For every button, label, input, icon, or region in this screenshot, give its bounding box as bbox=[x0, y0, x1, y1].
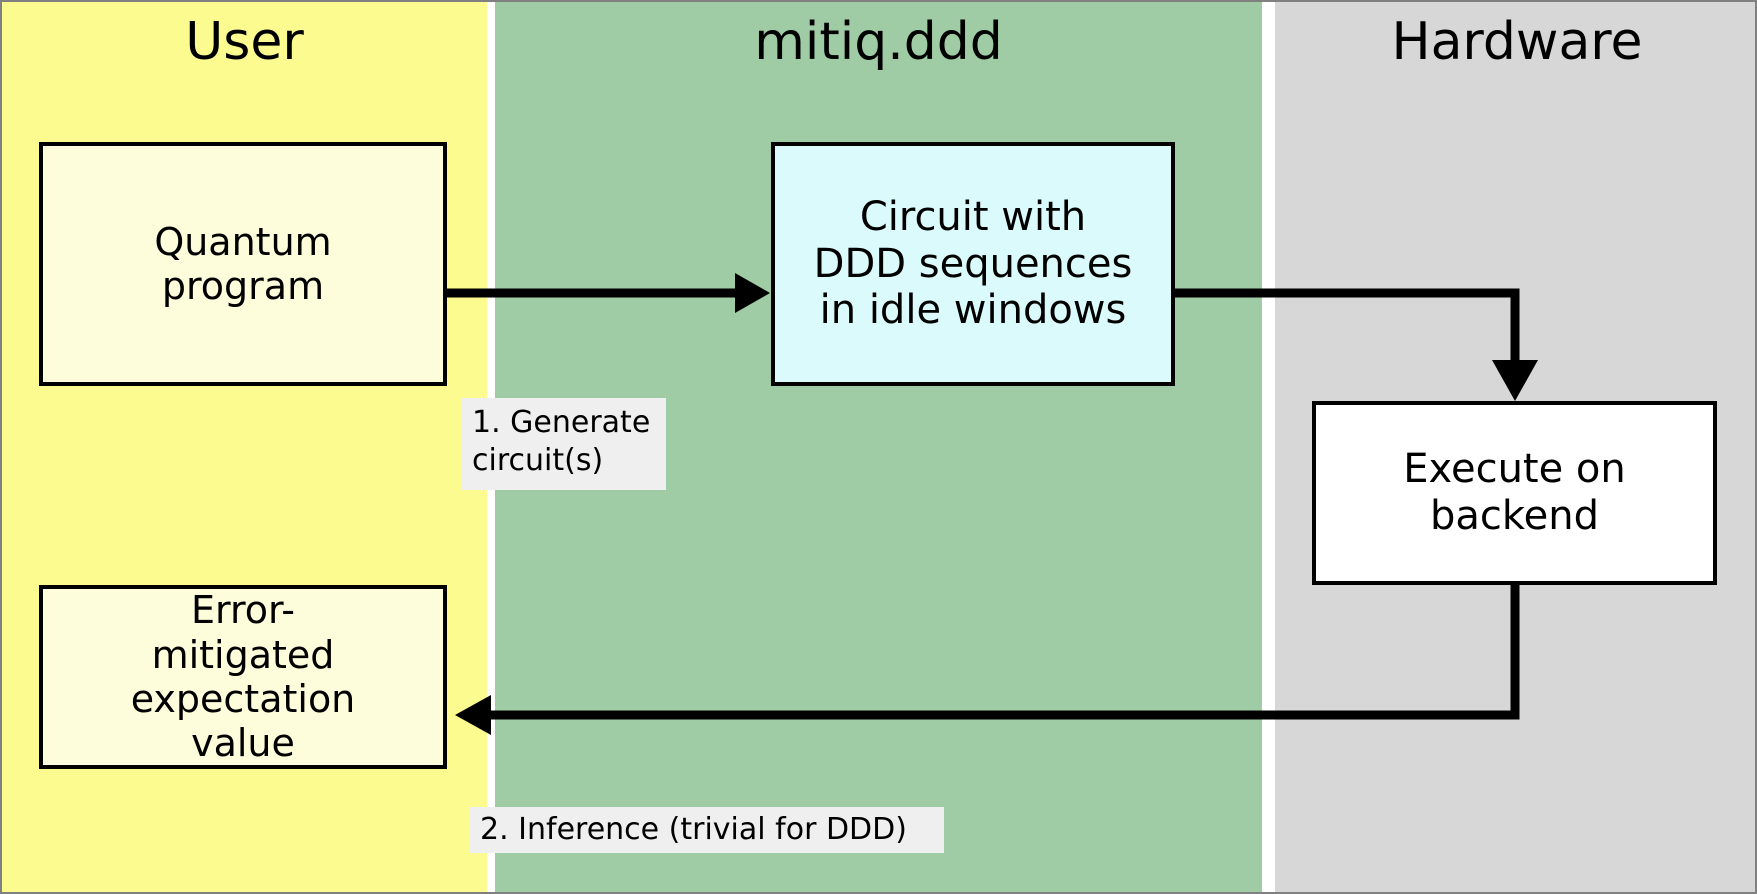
node-quantum-program[interactable]: Quantum program bbox=[39, 142, 447, 386]
node-ddd-circuit-label: Circuit with DDD sequences in idle windo… bbox=[813, 193, 1133, 334]
node-error-mitigated-value[interactable]: Error- mitigated expectation value bbox=[39, 585, 447, 769]
node-execute-backend[interactable]: Execute on backend bbox=[1312, 401, 1717, 585]
edge-label-generate-circuits: 1. Generate circuit(s) bbox=[462, 398, 666, 490]
edge-label-inference: 2. Inference (trivial for DDD) bbox=[470, 807, 944, 853]
node-quantum-program-label: Quantum program bbox=[154, 219, 332, 308]
swimlane-title-mitiq-ddd: mitiq.ddd bbox=[754, 12, 1003, 72]
node-ddd-circuit[interactable]: Circuit with DDD sequences in idle windo… bbox=[771, 142, 1175, 386]
node-error-mitigated-value-label: Error- mitigated expectation value bbox=[130, 588, 356, 766]
node-execute-backend-label: Execute on backend bbox=[1403, 446, 1626, 539]
swimlane-title-hardware: Hardware bbox=[1391, 12, 1643, 72]
swimlane-title-user: User bbox=[185, 12, 304, 72]
